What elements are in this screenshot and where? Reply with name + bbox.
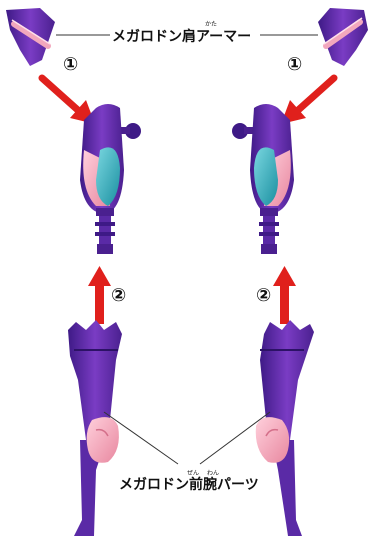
shoulder-armor-right — [318, 8, 368, 66]
forearm-parts-label: メガロドン前腕パーツ — [119, 474, 259, 494]
red-arrow-icon — [88, 266, 111, 324]
upper-arm-right — [232, 104, 294, 254]
step-2-marker-left: ② — [111, 285, 126, 306]
red-arrow-icon — [273, 266, 296, 324]
shoulder-armor-left — [6, 8, 55, 66]
shoulder-armor-label: メガロドン肩アーマー — [112, 26, 251, 46]
red-arrow-icon — [281, 78, 334, 124]
step-2-marker-right: ② — [256, 285, 271, 306]
forearm-left — [68, 320, 122, 536]
step-1-marker-left: ① — [63, 54, 78, 75]
upper-arm-left — [80, 104, 141, 254]
step-1-marker-right: ① — [287, 54, 302, 75]
forearm-right — [256, 320, 314, 536]
